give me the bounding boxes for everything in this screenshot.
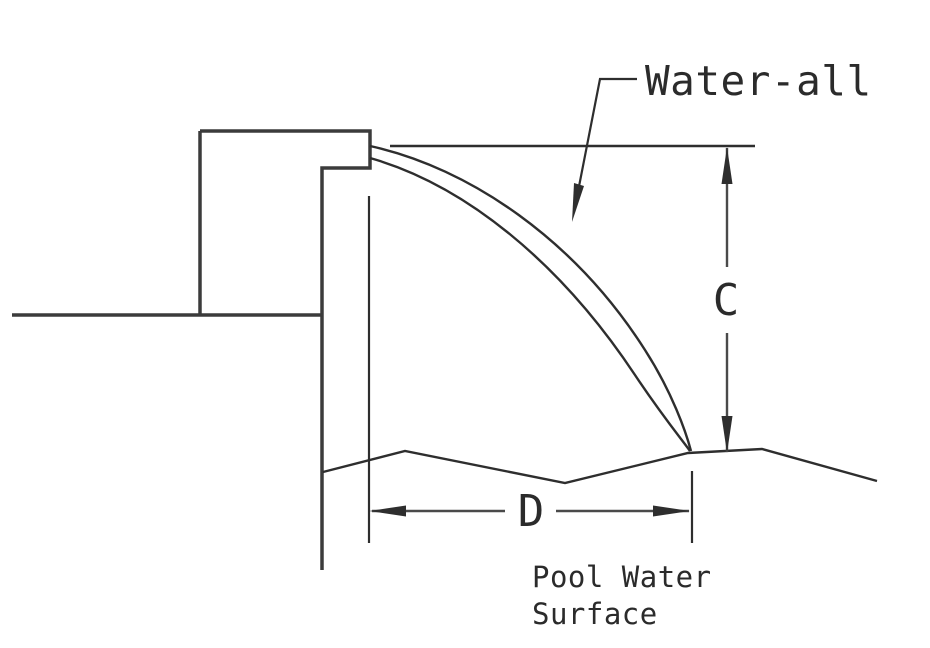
- pool-water-surface-line: [322, 447, 878, 485]
- dim-c-arrowhead-up-icon: [721, 147, 733, 184]
- pool-water-surface-label-line2: Surface: [532, 597, 658, 631]
- pool-water-surface-label-line1: Pool Water: [532, 560, 712, 594]
- dim-d-label: D: [518, 486, 545, 537]
- weir-spout-outline: [200, 129, 372, 570]
- waterfall-callout-label: Water-all: [645, 57, 872, 105]
- dim-d-arrowhead-left-icon: [369, 505, 406, 517]
- waterfall-leader-arrowhead-icon: [572, 183, 584, 222]
- water-stream-upper-curve: [369, 144, 693, 452]
- dim-c-label: C: [713, 275, 740, 326]
- water-stream-lower-curve: [369, 156, 691, 452]
- dim-c-arrowhead-down-icon: [721, 416, 733, 453]
- dim-d-arrowhead-right-icon: [653, 505, 690, 517]
- waterfall-leader-line: [572, 77, 637, 213]
